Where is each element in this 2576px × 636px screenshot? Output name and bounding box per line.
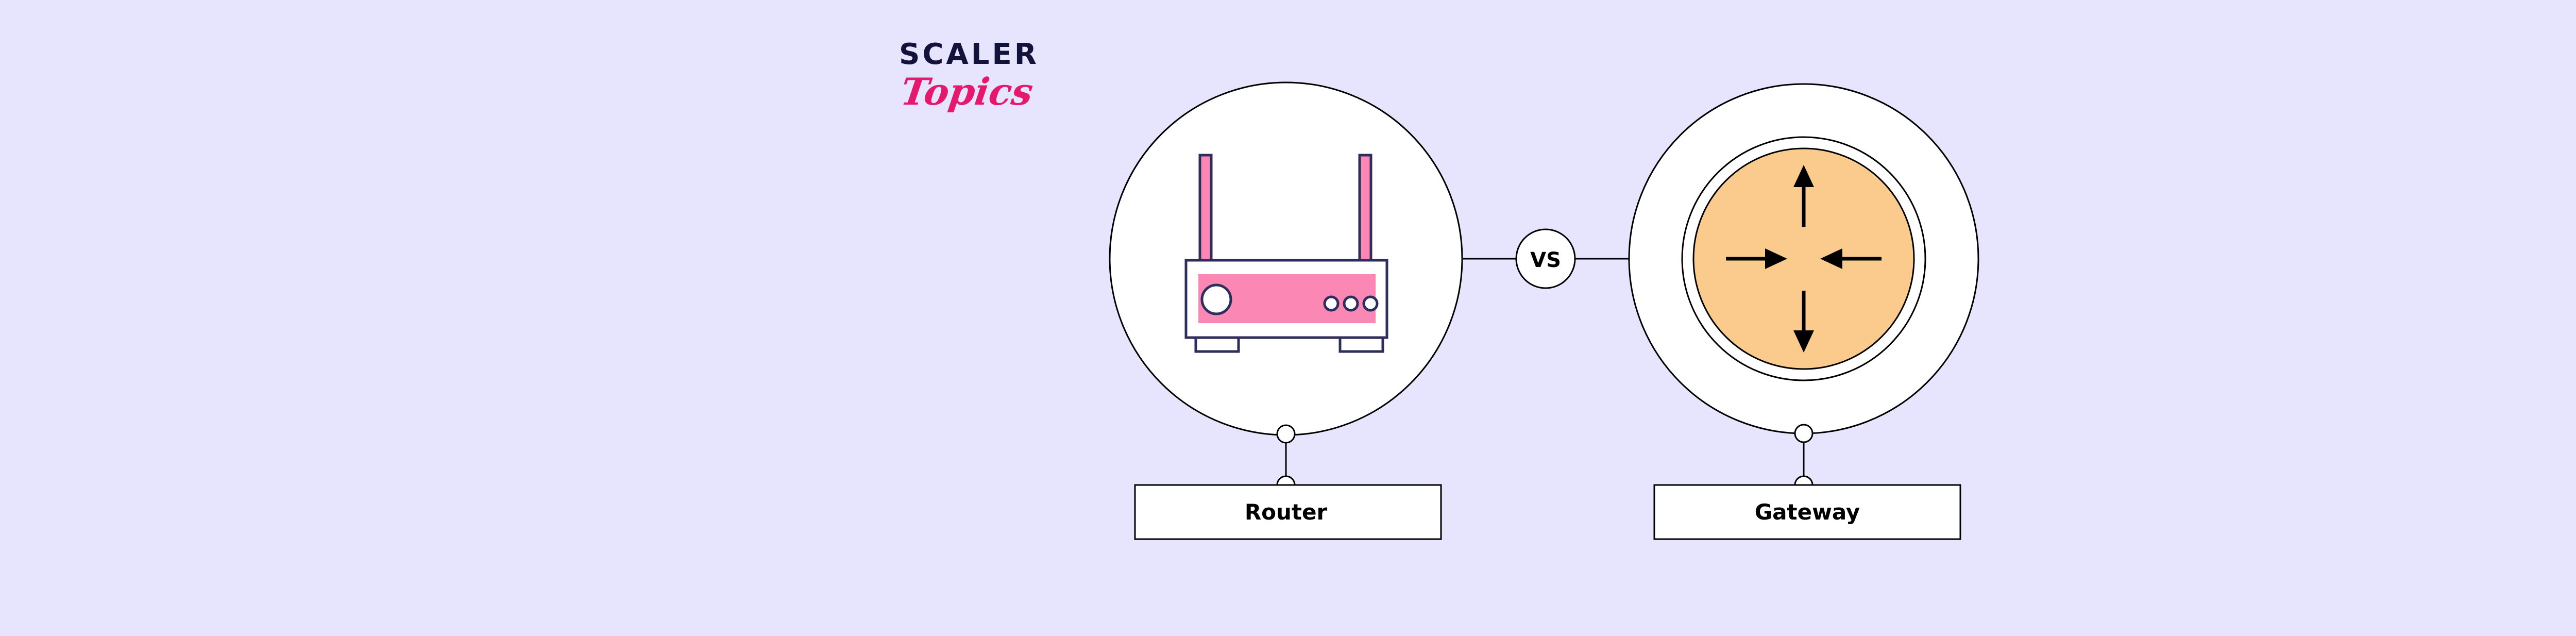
router-antenna-right	[1358, 154, 1372, 266]
vs-badge-text: VS	[1530, 248, 1561, 272]
gateway-arrows-icon	[1726, 165, 1882, 353]
router-foot-left	[1194, 336, 1240, 353]
router-foot-right	[1338, 336, 1384, 353]
scaler-topics-logo: SCALER Topics	[898, 38, 1074, 128]
vs-badge: VS	[1515, 228, 1576, 289]
gateway-arrow-down	[1793, 291, 1814, 353]
router-led-2	[1343, 295, 1359, 312]
router-label-text: Router	[1245, 499, 1328, 525]
gateway-arrow-up	[1793, 165, 1814, 227]
router-led-3	[1362, 295, 1379, 312]
gateway-stem-connector-top	[1794, 424, 1814, 443]
wifi-router-icon	[1184, 154, 1388, 353]
gateway-node[interactable]: Gateway	[1628, 83, 1979, 540]
gateway-label-text: Gateway	[1755, 499, 1860, 525]
router-circle-background	[1109, 81, 1463, 436]
router-node[interactable]: Router	[1109, 81, 1463, 540]
router-power-button[interactable]	[1200, 283, 1232, 315]
router-stem-connector-top	[1276, 424, 1296, 444]
router-antenna-left	[1198, 154, 1213, 266]
gateway-arrow-right	[1726, 248, 1787, 269]
gateway-arrow-left	[1820, 248, 1882, 269]
gateway-circle-inner	[1692, 147, 1915, 370]
gateway-label-box[interactable]	[1653, 484, 1961, 540]
router-led-1	[1323, 295, 1340, 312]
logo-brand-text: SCALER	[899, 38, 1039, 71]
router-label-box[interactable]	[1134, 484, 1442, 540]
vs-badge-circle	[1515, 228, 1576, 289]
